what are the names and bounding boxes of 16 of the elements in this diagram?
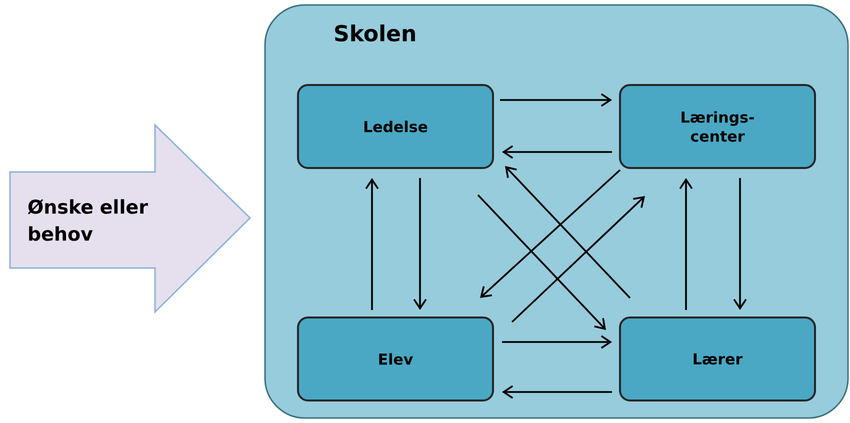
arrow — [480, 169, 621, 298]
arrow — [413, 178, 427, 310]
arrow — [733, 178, 747, 310]
process-box: Ledelse — [297, 84, 494, 169]
arrow — [511, 196, 646, 323]
arrow — [502, 385, 612, 399]
arrow — [365, 178, 379, 310]
arrow — [502, 335, 612, 349]
arrow — [505, 166, 631, 299]
arrow — [502, 145, 612, 159]
process-box: Elev — [297, 316, 494, 402]
process-box: Lærer — [619, 316, 816, 402]
arrow — [500, 93, 612, 107]
arrow — [679, 178, 693, 310]
process-box: Lærings- center — [619, 84, 816, 169]
arrow — [477, 194, 606, 330]
